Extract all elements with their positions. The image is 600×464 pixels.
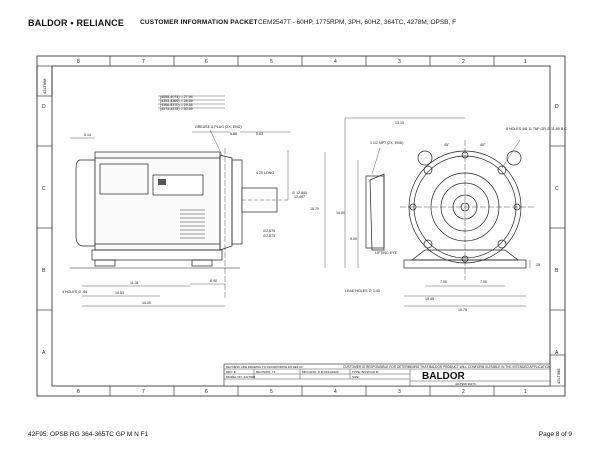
row-label: C xyxy=(555,186,559,192)
svg-text:(4374-4378) = 30.59: (4374-4378) = 30.59 xyxy=(160,107,193,111)
col-label: 4 xyxy=(334,59,337,65)
svg-text:LEAD HOLES ∅ 3.43: LEAD HOLES ∅ 3.43 xyxy=(345,289,380,293)
col-label: 5 xyxy=(270,389,273,395)
size: SIZE: xyxy=(352,375,360,379)
col-label: 5 xyxy=(270,59,273,65)
svg-text:(4354-4365) = 28.59: (4354-4365) = 28.59 xyxy=(160,99,193,103)
title-block: CUSTOMER IS RESPONSIBLE FOR DETERMINING … xyxy=(223,363,551,387)
svg-text:1 1/2 NPT (2X, END): 1 1/2 NPT (2X, END) xyxy=(370,141,404,145)
note-text: CUSTOMER IS RESPONSIBLE FOR DETERMINING … xyxy=(343,365,551,369)
col-label: 3 xyxy=(398,389,401,395)
footer-page-number: Page 8 of 9 xyxy=(538,431,572,438)
svg-text:9.00: 9.00 xyxy=(350,237,357,241)
col-label: 8 xyxy=(77,389,80,395)
column-labels-bottom: 8 7 6 5 4 3 2 1 xyxy=(77,389,527,395)
column-labels-top: 8 7 6 5 4 3 2 1 xyxy=(77,59,527,65)
col-label: 7 xyxy=(142,389,145,395)
side-view xyxy=(70,148,290,300)
row-label: D xyxy=(42,104,46,110)
type: TYPE: BKN/CUH M xyxy=(352,370,379,374)
svg-text:GREASE & PLUG (2X, END): GREASE & PLUG (2X, END) xyxy=(195,125,242,129)
col-label: 6 xyxy=(205,59,208,65)
svg-text:(4366-4370) = 29.34: (4366-4370) = 29.34 xyxy=(160,103,193,107)
svg-text:4.20 LONG: 4.20 LONG xyxy=(256,171,274,175)
drawn: MFG ENG: JLB 09/11/2020 xyxy=(302,370,339,374)
svg-text:LIFTING EYE: LIFTING EYE xyxy=(375,251,398,255)
revision: REVISION: TF xyxy=(256,370,276,374)
baldor-logo: BALDOR xyxy=(422,371,466,382)
side-label: 42LT998 xyxy=(42,78,47,94)
col-label: 2 xyxy=(462,59,465,65)
brand-logo: BALDOR • RELIANCE xyxy=(28,18,125,28)
side-label: 42LT998 xyxy=(556,368,561,384)
side-view-dimensions xyxy=(70,95,326,307)
svg-text:12.497: 12.497 xyxy=(294,195,305,199)
col-label: 6 xyxy=(205,389,208,395)
col-label: 1 xyxy=(524,389,527,395)
svg-text:∅ 12.500: ∅ 12.500 xyxy=(292,191,307,195)
rev: REV: E xyxy=(226,370,236,374)
svg-text:4 HOLES ∅ .66: 4 HOLES ∅ .66 xyxy=(62,290,87,294)
side-view-dim-text: (4055-4074) = 27.94 (4354-4365) = 28.59 … xyxy=(62,95,319,305)
svg-text:14.00: 14.00 xyxy=(336,211,345,215)
row-label: D xyxy=(555,104,559,110)
col-label: 2 xyxy=(462,389,465,395)
svg-text:40°: 40° xyxy=(480,143,486,147)
svg-text:∅2.875: ∅2.875 xyxy=(263,229,275,233)
col-label: 7 xyxy=(142,59,145,65)
packet-title: CUSTOMER INFORMATION PACKET xyxy=(140,19,258,26)
row-label: B xyxy=(42,268,46,274)
end-view-dim-text: 13.10 14.00 9.00 7.00 7.00 15.75 15.45 .… xyxy=(336,121,568,312)
svg-text:.25: .25 xyxy=(535,263,540,267)
footer-doc-id: 42F95: OPSB RG 364-365TC GP M N F1 xyxy=(28,431,149,438)
svg-text:5.14: 5.14 xyxy=(84,133,91,137)
svg-text:7.00: 7.00 xyxy=(440,280,447,284)
svg-text:8.90: 8.90 xyxy=(210,279,217,283)
col-label: 4 xyxy=(334,389,337,395)
column-ticks xyxy=(109,56,495,396)
row-label: B xyxy=(555,268,559,274)
svg-text:15.45: 15.45 xyxy=(425,297,434,301)
svg-text:7.00: 7.00 xyxy=(480,280,487,284)
row-label: A xyxy=(555,350,559,356)
svg-text:5.63: 5.63 xyxy=(256,132,263,136)
col-label: 8 xyxy=(77,59,80,65)
svg-text:∅2.873: ∅2.873 xyxy=(263,234,275,238)
svg-text:13.10: 13.10 xyxy=(395,121,404,125)
outer-frame xyxy=(36,55,566,397)
svg-text:5.88: 5.88 xyxy=(230,132,237,136)
row-label: C xyxy=(42,186,46,192)
rev-desc: REV DESC LIKE DRAWING TO INCORPORATE FIX… xyxy=(226,365,303,369)
svg-text:11.31: 11.31 xyxy=(130,281,139,285)
svg-text:15.75: 15.75 xyxy=(458,308,467,312)
end-view-dimensions xyxy=(344,117,531,307)
svg-text:8 HOLES 4/8 11 TAP OR ∅ 11.80: 8 HOLES 4/8 11 TAP OR ∅ 11.80 B.C. xyxy=(506,127,568,131)
dwg-no: 42LT998 364TC xyxy=(455,382,477,386)
row-ticks xyxy=(37,145,565,311)
svg-text:45°: 45° xyxy=(444,143,450,147)
model-no: MODEL NO. 42LT998 xyxy=(226,375,256,379)
svg-text:10.53: 10.53 xyxy=(115,291,124,295)
svg-text:(4055-4074) = 27.94: (4055-4074) = 27.94 xyxy=(160,95,193,99)
svg-text:14.00: 14.00 xyxy=(142,301,151,305)
motor-description: CEM2547T - 60HP, 1775RPM, 3PH, 60HZ, 364… xyxy=(258,19,457,26)
row-labels: D C B A D C B A xyxy=(42,104,559,356)
end-view xyxy=(365,140,535,280)
col-label: 1 xyxy=(524,59,527,65)
col-label: 3 xyxy=(398,59,401,65)
row-label: A xyxy=(42,350,46,356)
page-header: BALDOR • RELIANCE CUSTOMER INFORMATION P… xyxy=(0,0,600,48)
svg-text:15.70: 15.70 xyxy=(310,207,319,211)
